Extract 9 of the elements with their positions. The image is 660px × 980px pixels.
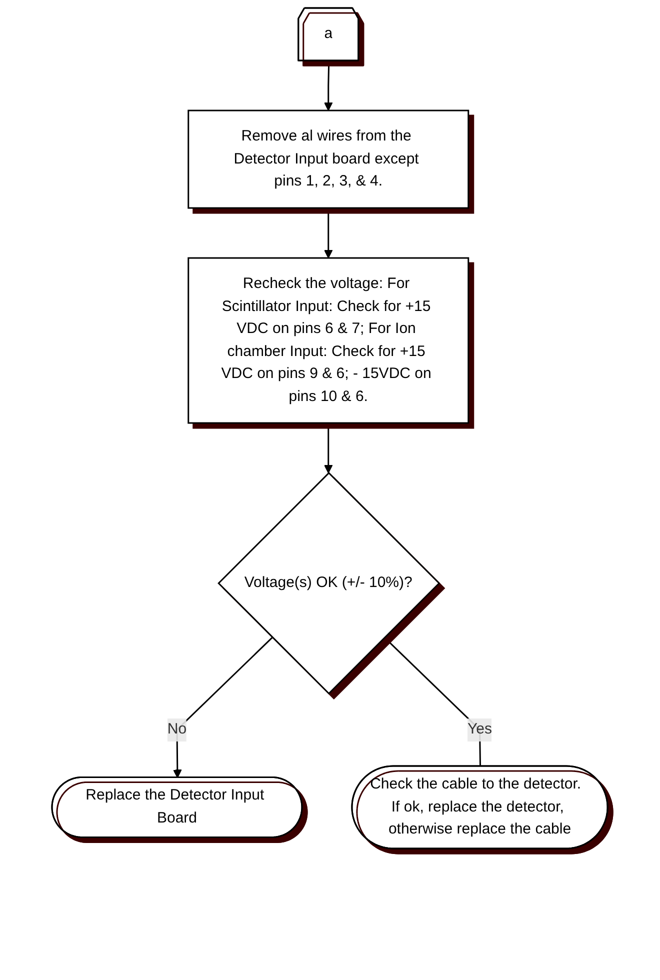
arrow — [173, 636, 274, 778]
arrow — [324, 60, 333, 111]
node-box: Remove al wires from the Detector Input board except pins 1, 2, 3, & 4. — [188, 110, 470, 209]
node-box: Recheck the voltage: For Scintillator Input: Check for +15 VDC on pins 6 & 7; For Ion chamber Input: Check for +15 VDC on pins 9 & 6; - 15VDC on pins 10 & 6. — [188, 257, 470, 424]
arrow — [324, 208, 333, 258]
node-diamond: Voltage(s) OK (+/- 10%)? — [218, 472, 440, 695]
edge-label: No — [168, 720, 187, 738]
arrow — [324, 423, 333, 474]
edge-label: Yes — [468, 720, 492, 738]
